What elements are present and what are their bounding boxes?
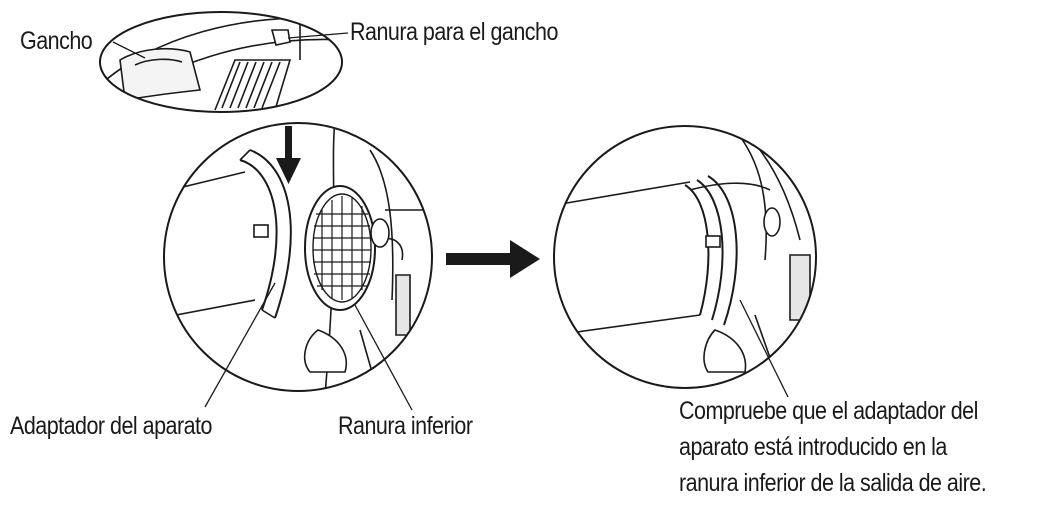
label-hook-slot: Ranura para el gancho [350,20,558,45]
label-check-note: Compruebe que el adaptador del aparato e… [679,393,986,501]
hook-detail-view [100,12,345,112]
label-lower-slot: Ranura inferior [338,414,472,439]
grille-small [215,60,290,110]
arrow-down-icon [276,126,301,184]
check-note-line-2: aparato está introducido en la [679,429,986,465]
arrow-right-icon [446,240,540,278]
check-note-line-3: ranura inferior de la salida de aire. [679,465,986,501]
round-grille [305,186,375,310]
after-insertion-view [554,126,816,388]
leader-hook-slot [288,33,348,38]
check-note-line-1: Compruebe que el adaptador del [679,393,986,429]
leader-appliance-adapter [205,283,275,407]
label-appliance-adapter: Adaptador del aparato [10,414,212,439]
leader-check-note [740,300,788,397]
label-hook: Gancho [20,29,92,54]
